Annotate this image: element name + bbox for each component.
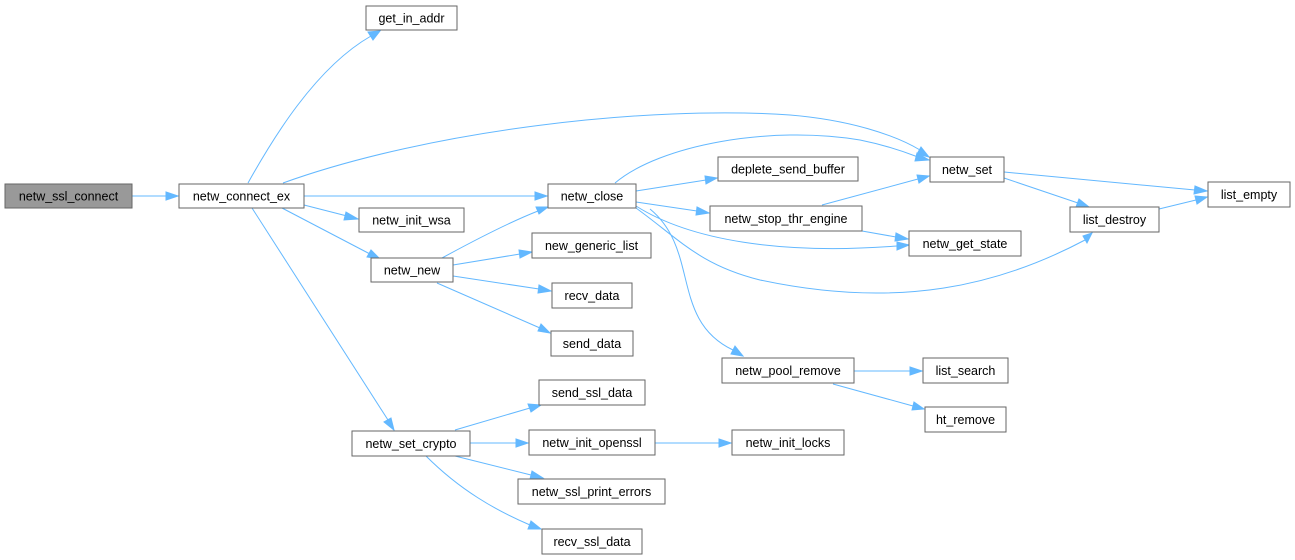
edge-netw_set_crypto-recv_ssl_data xyxy=(425,455,543,530)
edge-netw_set_crypto-send_ssl_data xyxy=(454,403,543,431)
edges xyxy=(132,30,1209,530)
edge-netw_stop_thr_engine-netw_set xyxy=(821,174,931,206)
node-label: send_data xyxy=(563,337,621,351)
node-netw_close[interactable]: netw_close xyxy=(547,183,637,209)
edge-netw_set-list_empty xyxy=(1003,171,1209,195)
node-list_empty[interactable]: list_empty xyxy=(1207,181,1291,208)
node-list_search[interactable]: list_search xyxy=(922,357,1009,384)
node-label: list_empty xyxy=(1221,188,1278,202)
node-label: recv_data xyxy=(565,289,620,303)
edge-netw_close-netw_get_state xyxy=(635,205,911,251)
node-netw_ssl_print_errors[interactable]: netw_ssl_print_errors xyxy=(517,478,666,505)
node-label: netw_close xyxy=(561,190,624,204)
node-label: netw_set_crypto xyxy=(365,437,456,451)
node-netw_new[interactable]: netw_new xyxy=(370,257,454,283)
node-netw_set[interactable]: netw_set xyxy=(929,156,1005,183)
node-label: netw_new xyxy=(384,264,441,278)
edge-netw_new-netw_close xyxy=(441,206,550,259)
edge-netw_close-deplete_send_buffer xyxy=(635,175,719,192)
node-netw_stop_thr_engine[interactable]: netw_stop_thr_engine xyxy=(709,205,863,232)
edge-netw_set_crypto-netw_init_openssl xyxy=(470,438,530,448)
edge-netw_connect_ex-get_in_addr xyxy=(247,30,382,184)
node-netw_set_crypto[interactable]: netw_set_crypto xyxy=(351,430,471,457)
edge-netw_stop_thr_engine-netw_get_state xyxy=(861,230,910,242)
node-ht_remove[interactable]: ht_remove xyxy=(924,406,1007,433)
node-label: recv_ssl_data xyxy=(553,535,630,549)
edge-netw_close-list_destroy xyxy=(635,207,1093,294)
node-label: list_destroy xyxy=(1083,213,1147,227)
node-label: netw_stop_thr_engine xyxy=(724,212,847,226)
edge-netw_init_openssl-netw_init_locks xyxy=(655,438,733,448)
edge-netw_ssl_connect-netw_connect_ex xyxy=(132,191,180,201)
node-label: new_generic_list xyxy=(545,239,639,253)
edge-netw_close-netw_pool_remove xyxy=(649,208,745,357)
node-label: netw_get_state xyxy=(923,237,1008,251)
node-deplete_send_buffer[interactable]: deplete_send_buffer xyxy=(717,156,859,182)
edge-netw_set_crypto-netw_ssl_print_errors xyxy=(454,455,545,480)
node-netw_init_wsa[interactable]: netw_init_wsa xyxy=(358,207,465,233)
edge-netw_new-send_data xyxy=(436,282,552,334)
edge-netw_pool_remove-ht_remove xyxy=(832,383,926,411)
nodes: netw_ssl_connect netw_connect_ex get_in_… xyxy=(4,5,1291,555)
node-label: ht_remove xyxy=(936,413,995,427)
edge-netw_connect_ex-netw_init_wsa xyxy=(303,204,360,221)
node-label: netw_init_locks xyxy=(746,436,831,450)
node-send_data[interactable]: send_data xyxy=(550,330,634,357)
node-label: netw_connect_ex xyxy=(193,190,291,204)
node-label: list_search xyxy=(936,364,996,378)
node-label: get_in_addr xyxy=(378,12,444,26)
edge-netw_close-netw_set xyxy=(614,134,931,184)
node-recv_ssl_data[interactable]: recv_ssl_data xyxy=(541,528,643,555)
edge-netw_set-list_destroy xyxy=(1003,177,1091,208)
node-label: netw_set xyxy=(942,163,993,177)
node-netw_pool_remove[interactable]: netw_pool_remove xyxy=(721,357,855,384)
edge-netw_close-netw_stop_thr_engine xyxy=(635,201,711,216)
node-recv_data[interactable]: recv_data xyxy=(551,282,633,309)
node-label: netw_init_wsa xyxy=(372,214,451,228)
edge-netw_new-new_generic_list xyxy=(452,249,534,266)
node-netw_init_locks[interactable]: netw_init_locks xyxy=(731,429,845,456)
node-get_in_addr[interactable]: get_in_addr xyxy=(365,5,458,31)
node-list_destroy[interactable]: list_destroy xyxy=(1069,206,1160,233)
edge-netw_new-recv_data xyxy=(452,275,553,294)
node-netw_init_openssl[interactable]: netw_init_openssl xyxy=(528,429,656,456)
edge-netw_connect_ex-netw_set_crypto xyxy=(251,207,395,432)
edge-netw_connect_ex-netw_close xyxy=(304,191,549,201)
node-netw_get_state[interactable]: netw_get_state xyxy=(908,230,1022,257)
node-label: netw_ssl_connect xyxy=(19,190,119,204)
edge-netw_pool_remove-list_search xyxy=(854,366,924,376)
node-new_generic_list[interactable]: new_generic_list xyxy=(531,232,652,259)
node-label: netw_init_openssl xyxy=(542,436,641,450)
node-netw_ssl_connect[interactable]: netw_ssl_connect xyxy=(4,183,133,209)
node-label: netw_ssl_print_errors xyxy=(532,485,652,499)
node-label: deplete_send_buffer xyxy=(731,163,845,177)
edge-list_destroy-list_empty xyxy=(1158,195,1209,210)
node-send_ssl_data[interactable]: send_ssl_data xyxy=(538,379,646,406)
node-label: netw_pool_remove xyxy=(735,364,841,378)
node-label: send_ssl_data xyxy=(552,386,633,400)
node-netw_connect_ex[interactable]: netw_connect_ex xyxy=(178,183,305,209)
